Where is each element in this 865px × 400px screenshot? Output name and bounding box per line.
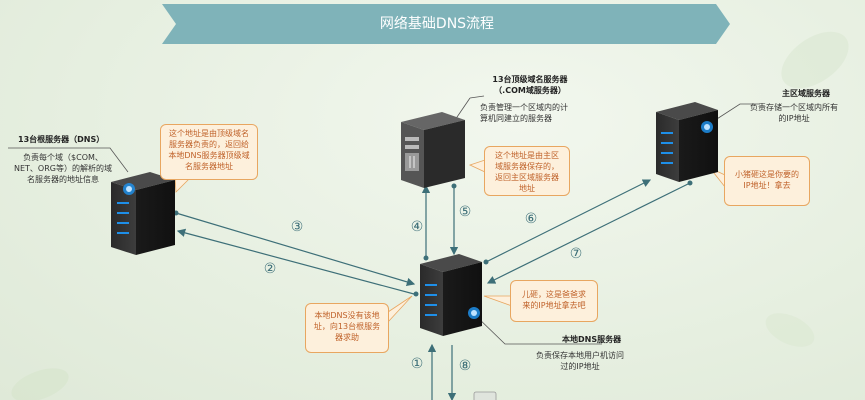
leaf-decoration xyxy=(765,313,815,347)
local-server-name: 本地DNS服务器 xyxy=(562,335,622,344)
step-2-label: ② xyxy=(263,261,277,277)
arrow-step-3 xyxy=(175,212,416,286)
leaf-decoration xyxy=(11,368,69,400)
callout-root-reply: 这个地址是由顶级域名 服务器负责的，返回给 本地DNS服务器顶级域 名服务器地址 xyxy=(160,124,258,180)
page-title: 网络基础DNS流程 xyxy=(379,16,495,32)
arrow-step-7 xyxy=(486,182,691,284)
tld-server-desc: 负责管理一个区域内的计 算机同建立的服务器 xyxy=(480,103,568,123)
root-server-icon xyxy=(111,172,175,255)
callout-local-to-client: 儿砸，这是爸爸求 来的IP地址拿去吧 xyxy=(510,280,598,322)
client-computer-icon xyxy=(473,391,497,400)
root-label-line xyxy=(8,147,129,173)
step-5-label: ⑤ xyxy=(458,204,472,220)
leaf-decoration xyxy=(781,31,849,89)
step-1-label: ① xyxy=(410,356,424,372)
title-banner xyxy=(162,4,730,44)
root-server-desc: 负责每个域（$COM、 NET、ORG等）的解析的域 名服务器的地址信息 xyxy=(14,153,112,184)
primary-server-icon xyxy=(656,102,718,182)
callout-local-no-address: 本地DNS没有该地 址，向13台根服务 器求助 xyxy=(305,303,389,353)
step-8-label: ⑧ xyxy=(458,358,472,374)
step-3-label: ③ xyxy=(290,219,304,235)
tld-server-icon xyxy=(401,112,465,188)
local-server-desc: 负责保存本地用户机访问 过的IP地址 xyxy=(536,351,624,371)
callout-primary-reply: 小猪砸这是你要的 IP地址！拿去 xyxy=(724,156,810,206)
step-7-label: ⑦ xyxy=(569,246,583,262)
root-server-name: 13台根服务器（DNS） xyxy=(18,135,105,144)
callout-tld-reply: 这个地址是由主区 域服务器保存的， 返回主区域服务器 地址 xyxy=(484,146,570,196)
step-6-label: ⑥ xyxy=(524,211,538,227)
step-4-label: ④ xyxy=(410,219,424,235)
arrow-step-6 xyxy=(485,179,652,263)
local-label-line xyxy=(473,313,602,345)
primary-server-name: 主区域服务器 xyxy=(782,89,830,98)
tld-server-name: 13台顶级域名服务器 （.COM域服务器） xyxy=(492,75,568,95)
tld-label-line xyxy=(469,95,485,99)
primary-server-desc: 负责存储一个区域内所有 的IP地址 xyxy=(750,103,838,123)
local-dns-server-icon xyxy=(420,254,482,336)
arrow-step-2 xyxy=(176,228,415,295)
